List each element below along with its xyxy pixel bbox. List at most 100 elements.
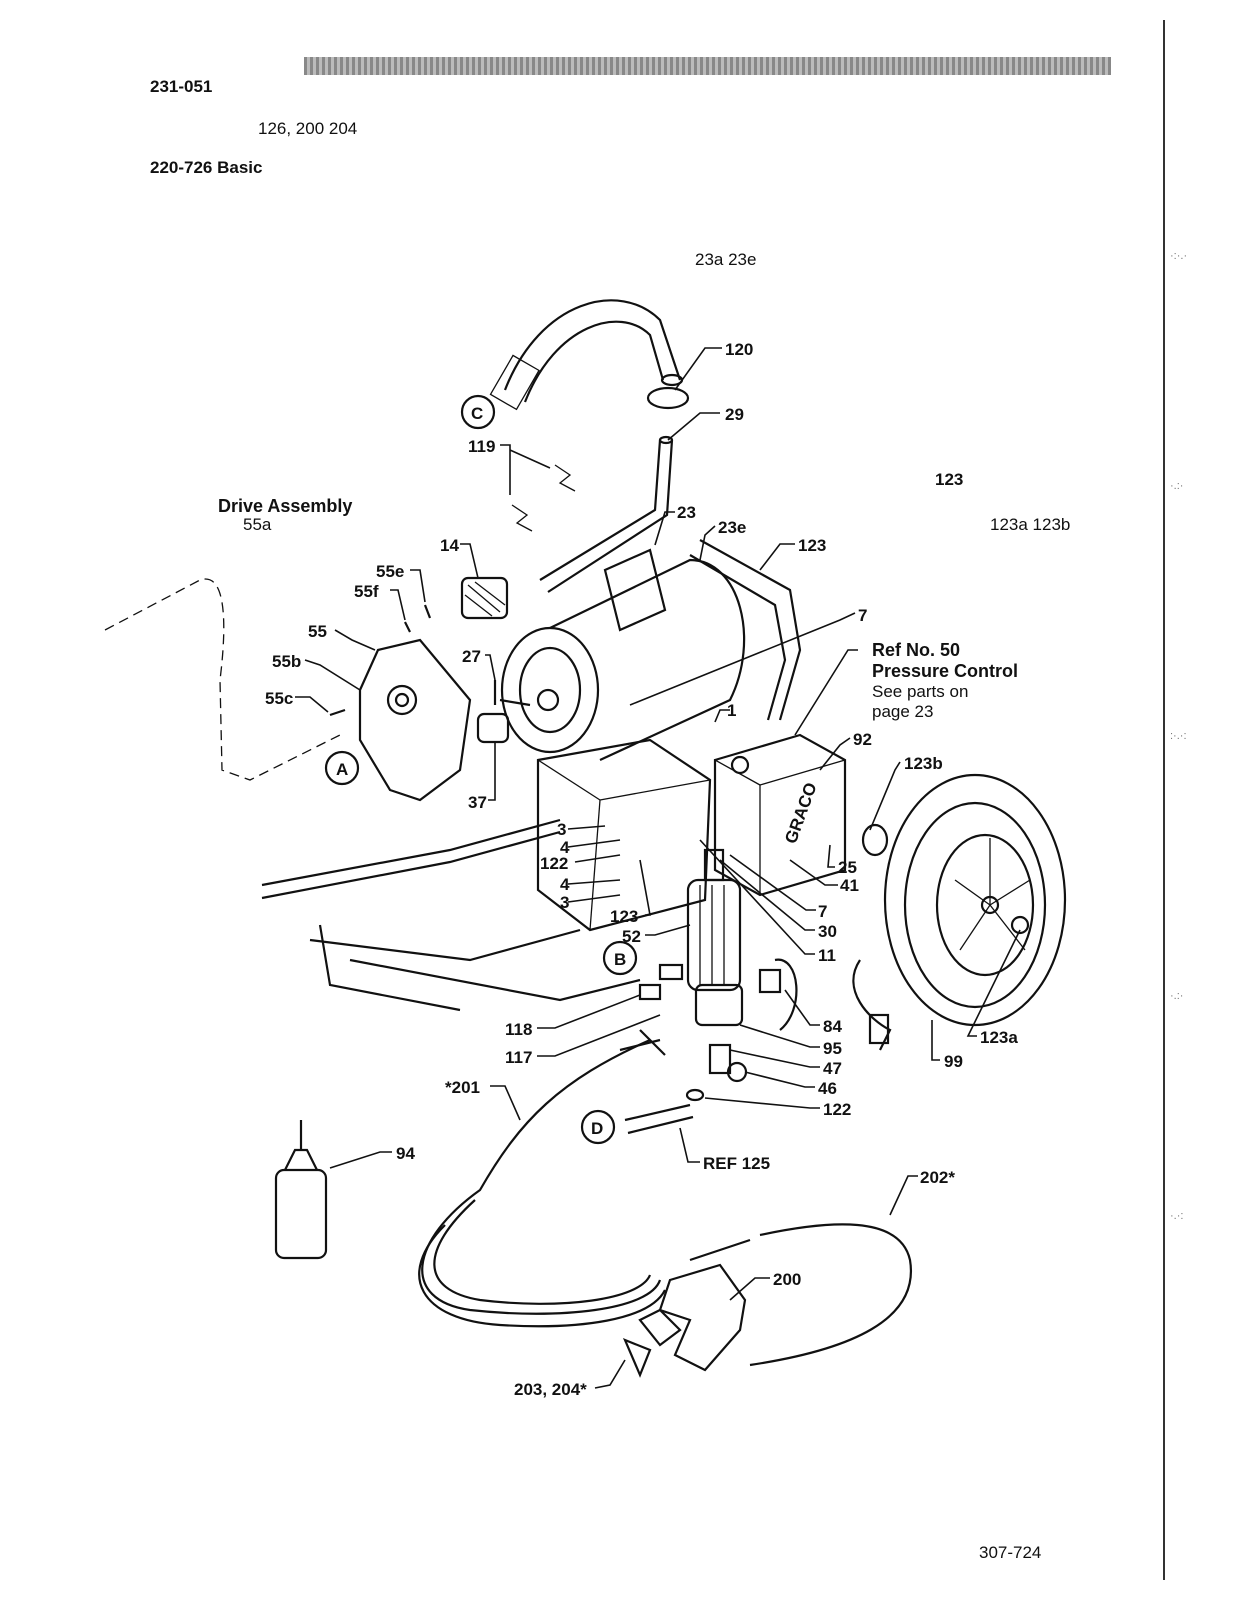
pressure-control-page: page 23 [872, 702, 933, 721]
callout-41: 41 [840, 876, 859, 895]
callout-94: 94 [396, 1144, 415, 1163]
callout-25: 25 [838, 858, 857, 877]
mounting-bracket [536, 738, 712, 932]
fluid-hose [418, 1029, 666, 1328]
callout-123b: 123b [904, 754, 943, 773]
callout-201: *201 [445, 1078, 480, 1097]
cart-frame [261, 539, 802, 1012]
note-123: 123 [935, 470, 964, 489]
callout-52: 52 [622, 927, 641, 946]
fitting [638, 983, 662, 1001]
page-number: 307-724 [979, 1543, 1042, 1562]
callout-99: 99 [944, 1052, 963, 1071]
callout-55f: 55f [354, 582, 379, 601]
screw [404, 621, 411, 633]
screw [329, 708, 346, 717]
callout-47: 47 [823, 1059, 842, 1078]
drive-housing [358, 638, 472, 802]
callout-3b: 3 [560, 893, 569, 912]
callout-23e: 23e [718, 518, 746, 537]
callout-ref125: REF 125 [703, 1154, 770, 1173]
callout-123a: 123a [980, 1028, 1018, 1047]
scan-speck: :·.·: [1170, 730, 1187, 742]
callout-203-204: 203, 204* [514, 1380, 587, 1399]
svg-text:C: C [471, 404, 483, 423]
wheel-bushing [861, 823, 889, 857]
power-cord [852, 959, 892, 1051]
callout-11: 11 [818, 946, 836, 965]
scan-speck: ·:·.· [1170, 250, 1188, 262]
svg-text:A: A [336, 760, 348, 779]
callout-123-mid: 123 [610, 907, 638, 926]
part-number: 231-051 [150, 77, 213, 96]
screw [423, 604, 432, 619]
callout-118: 118 [505, 1020, 532, 1039]
drive-assembly-sub: 55a [243, 515, 272, 534]
spray-gun [622, 1263, 747, 1378]
pressure-control-see: See parts on [872, 682, 968, 701]
callout-55: 55 [308, 622, 327, 641]
wheel [883, 773, 1067, 1027]
plug [868, 1013, 890, 1045]
fitting [758, 968, 782, 994]
callout-30: 30 [818, 922, 837, 941]
callout-7-top: 7 [858, 606, 867, 625]
callout-29: 29 [725, 405, 744, 424]
scan-speck: ·.:· [1170, 990, 1184, 1002]
bracket [774, 958, 798, 1031]
note-123ab: 123a 123b [990, 515, 1071, 534]
oil-bottle [274, 1120, 328, 1260]
callout-23: 23 [677, 503, 696, 522]
whip-hose [689, 1223, 913, 1367]
pump-cylinder [686, 848, 744, 1027]
callout-46: 46 [818, 1079, 837, 1098]
circle-label-b: B [602, 940, 638, 976]
suction-hose [489, 299, 684, 411]
hose-clamp [646, 386, 690, 410]
coupler [476, 712, 510, 744]
drain-tube [624, 1103, 694, 1135]
callout-202: 202* [920, 1168, 955, 1187]
callout-55e: 55e [376, 562, 404, 581]
basic-line: 220-726 Basic [150, 158, 263, 177]
page-edge-line [1163, 20, 1165, 1580]
callout-200: 200 [773, 1270, 801, 1289]
clip [554, 464, 576, 492]
note-23: 23a 23e [695, 250, 757, 269]
callout-120: 120 [725, 340, 753, 359]
pressure-control-title: Pressure Control [872, 661, 1018, 681]
callout-117: 117 [505, 1048, 532, 1067]
circle-label-d: D [580, 1109, 616, 1145]
circle-label-c: C [460, 394, 496, 430]
fitting [658, 963, 684, 981]
callout-123-top: 123 [798, 536, 826, 555]
models-line: 126, 200 204 [258, 119, 358, 138]
callout-4b: 4 [560, 875, 570, 894]
brand-label: GRACO [781, 780, 820, 846]
callout-14: 14 [440, 536, 459, 555]
motor [499, 548, 746, 761]
callout-1: 1 [727, 701, 736, 720]
callout-7-mid: 7 [818, 902, 827, 921]
callout-122a: 122 [540, 854, 568, 873]
leader-lines [295, 347, 1021, 1389]
callout-92: 92 [853, 730, 872, 749]
callout-55b: 55b [272, 652, 301, 671]
callout-95: 95 [823, 1039, 842, 1058]
svg-text:B: B [614, 950, 626, 969]
drain-valve [708, 1043, 732, 1075]
drive-cable [104, 578, 341, 781]
callout-4a: 4 [560, 838, 570, 857]
svg-text:D: D [591, 1119, 603, 1138]
callout-84: 84 [823, 1017, 842, 1036]
header-bar [304, 57, 1111, 75]
pressure-control-ref: Ref No. 50 [872, 640, 960, 660]
fan [460, 576, 509, 620]
callout-3a: 3 [557, 820, 566, 839]
scan-speck: ·.·: [1170, 1210, 1184, 1222]
callout-37: 37 [468, 793, 487, 812]
callout-122b: 122 [823, 1100, 851, 1119]
o-ring [685, 1088, 705, 1102]
scan-speck: ·.:· [1170, 480, 1184, 492]
drive-assembly-title: Drive Assembly [218, 496, 352, 516]
